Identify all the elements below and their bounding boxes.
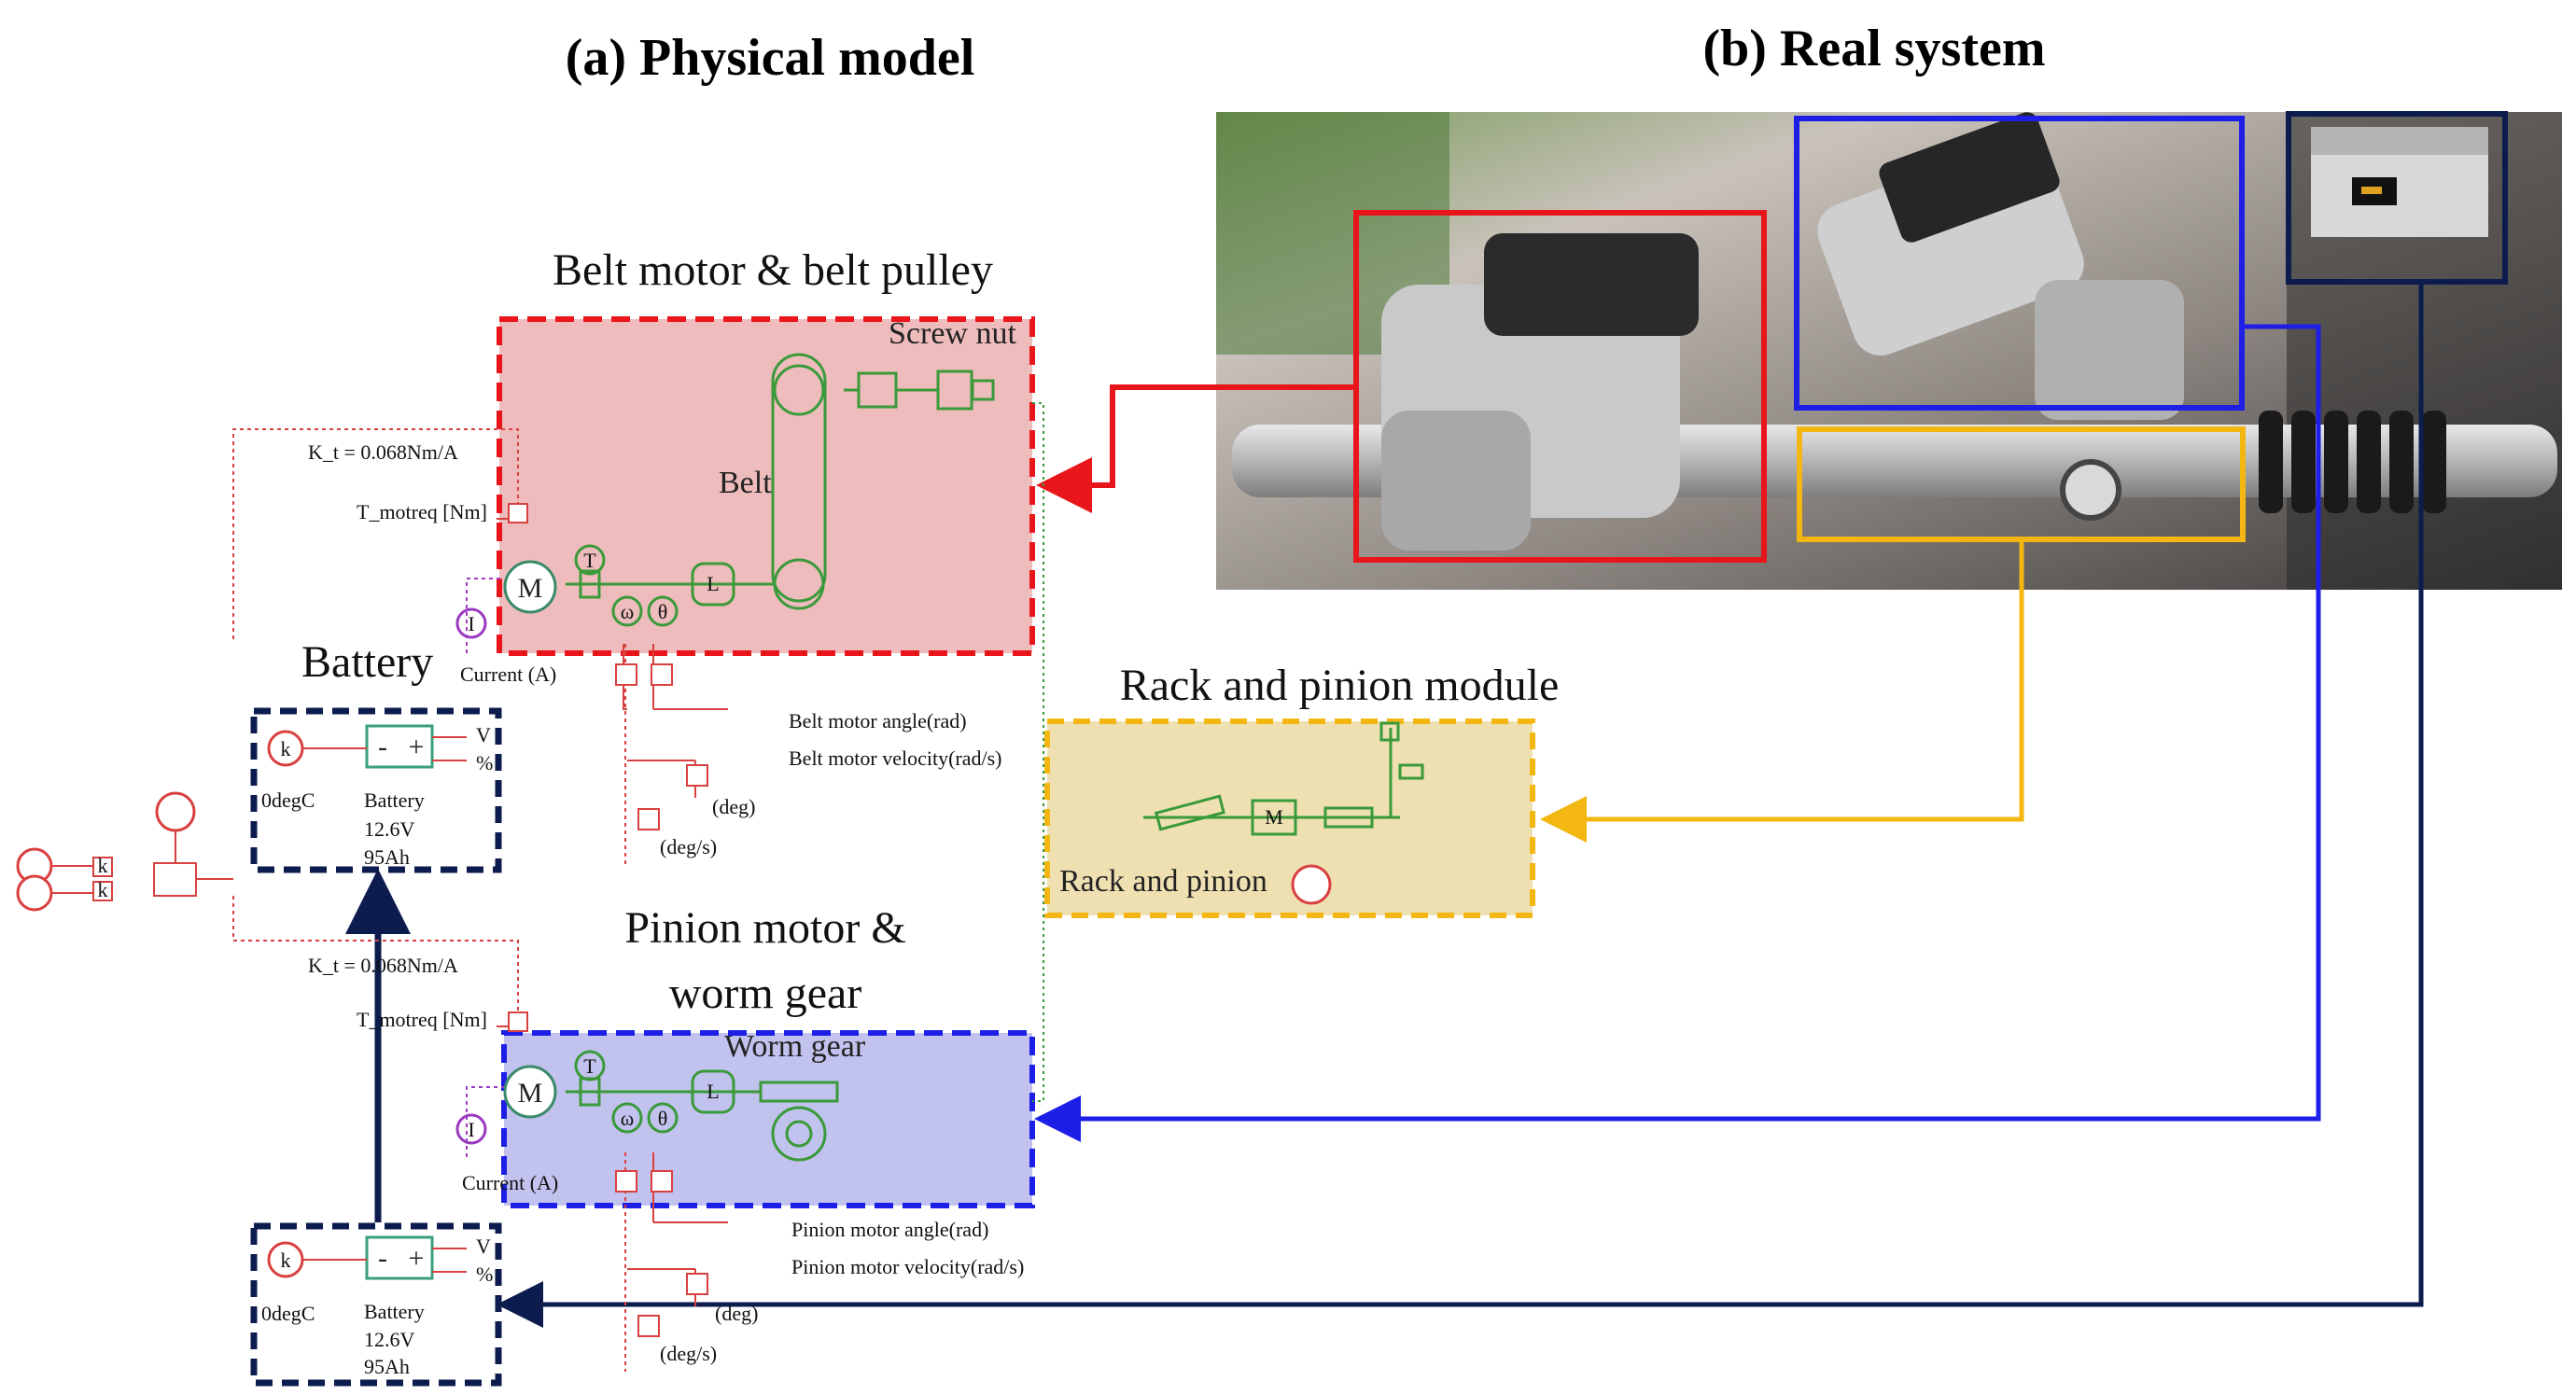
real-system-photo	[1216, 112, 2562, 590]
battery-top-capacity: 95Ah	[364, 845, 410, 869]
svg-text:k: k	[98, 878, 108, 901]
motor-icon: M	[503, 1065, 557, 1119]
inertia-icon: L	[707, 1080, 719, 1103]
battery-bottom-capacity: 95Ah	[364, 1355, 410, 1378]
motor-icon: M	[503, 560, 557, 614]
omega-sensor-icon: ω	[611, 1102, 643, 1134]
label-battery: Battery	[301, 637, 433, 687]
svg-text:I: I	[468, 1118, 474, 1141]
svg-text:ω: ω	[621, 1107, 634, 1130]
battery-bottom-temp: 0degC	[261, 1302, 315, 1325]
arrow-pinion	[1034, 324, 2321, 1142]
top-tmotreq: T_motreq [Nm]	[357, 500, 487, 523]
current-line	[466, 1086, 504, 1157]
torque-sensor-icon: T	[574, 1050, 606, 1081]
svg-text:k: k	[281, 1249, 291, 1272]
battery-top-voltage: 12.6V	[364, 817, 415, 841]
battery-top-block: k - +	[267, 724, 467, 769]
bottom-tmotreq: T_motreq [Nm]	[357, 1008, 487, 1031]
svg-text:M: M	[518, 573, 543, 604]
battery-top-pct: %	[476, 751, 493, 774]
belt-mechanics	[566, 353, 995, 610]
label-pinion-module-2: worm gear	[669, 969, 862, 1018]
battery-bottom-name: Battery	[364, 1300, 425, 1323]
arrow-battery	[497, 282, 2424, 1328]
arrow-belt	[1036, 384, 1356, 513]
rack-mechanics	[1143, 721, 1424, 905]
battery-top-name: Battery	[364, 788, 425, 812]
svg-text:θ: θ	[658, 600, 668, 623]
svg-text:-: -	[378, 732, 387, 762]
top-degs: (deg/s)	[660, 835, 717, 858]
label-rack-and-pinion: Rack and pinion	[1059, 864, 1267, 899]
photo-frame-pinion	[1794, 116, 2245, 411]
box-pinion-module	[501, 1030, 1035, 1208]
bottom-kt: K_t = 0.068Nm/A	[308, 954, 458, 977]
svg-text:I: I	[468, 612, 474, 635]
svg-text:T: T	[583, 1054, 596, 1078]
bottom-current: Current (A)	[462, 1171, 558, 1194]
top-kt: K_t = 0.068Nm/A	[308, 440, 458, 464]
current-line	[466, 578, 504, 653]
bottom-velocity: Pinion motor velocity(rad/s)	[791, 1255, 1024, 1278]
bottom-signal-lines	[232, 896, 728, 1372]
svg-text:+: +	[409, 1243, 425, 1274]
battery-bottom-pct: %	[476, 1262, 493, 1286]
label-pinion-module-1: Pinion motor &	[624, 903, 905, 953]
title-physical-model: (a) Physical model	[566, 29, 975, 87]
motor-icon: M	[1265, 805, 1283, 829]
label-worm-gear: Worm gear	[724, 1029, 866, 1064]
mechanical-link	[1032, 402, 1044, 1102]
bottom-deg: (deg)	[715, 1302, 758, 1325]
label-belt: Belt	[719, 466, 772, 500]
box-battery-bottom	[250, 1222, 502, 1387]
svg-text:T: T	[583, 549, 596, 572]
svg-text:+: +	[409, 732, 425, 762]
torque-sensor-icon: T	[574, 544, 606, 576]
bottom-angle: Pinion motor angle(rad)	[791, 1218, 988, 1241]
battery-bottom-block: k - +	[267, 1235, 467, 1280]
inertia-icon: L	[707, 572, 719, 595]
title-real-system: (b) Real system	[1702, 20, 2045, 77]
current-sensor-icon: I	[455, 1113, 487, 1145]
svg-text:M: M	[518, 1078, 543, 1109]
top-deg: (deg)	[712, 795, 755, 818]
battery-top-temp: 0degC	[261, 788, 315, 812]
arrow-rack	[1540, 539, 2024, 843]
box-battery-top	[250, 707, 502, 873]
label-screw-nut: Screw nut	[889, 316, 1016, 351]
top-signal-lines	[232, 428, 728, 868]
theta-sensor-icon: θ	[647, 1102, 679, 1134]
photo-frame-battery	[2286, 111, 2508, 285]
label-belt-module: Belt motor & belt pulley	[553, 245, 993, 295]
theta-sensor-icon: θ	[647, 595, 679, 627]
top-current: Current (A)	[460, 663, 556, 686]
omega-sensor-icon: ω	[611, 595, 643, 627]
battery-top-v: V	[476, 723, 491, 746]
top-velocity: Belt motor velocity(rad/s)	[789, 746, 1002, 770]
svg-text:θ: θ	[658, 1107, 668, 1130]
top-angle: Belt motor angle(rad)	[789, 709, 967, 732]
pinion-mechanics	[566, 1069, 839, 1162]
battery-bottom-voltage: 12.6V	[364, 1328, 415, 1351]
svg-text:-: -	[378, 1243, 387, 1274]
battery-bottom-v: V	[476, 1235, 491, 1258]
svg-text:ω: ω	[621, 600, 634, 623]
current-sensor-icon: I	[455, 607, 487, 639]
svg-text:k: k	[98, 854, 108, 877]
label-rack-module: Rack and pinion module	[1120, 661, 1560, 710]
input-sources: k k	[16, 791, 233, 912]
bottom-degs: (deg/s)	[660, 1342, 717, 1365]
svg-text:k: k	[281, 737, 291, 760]
